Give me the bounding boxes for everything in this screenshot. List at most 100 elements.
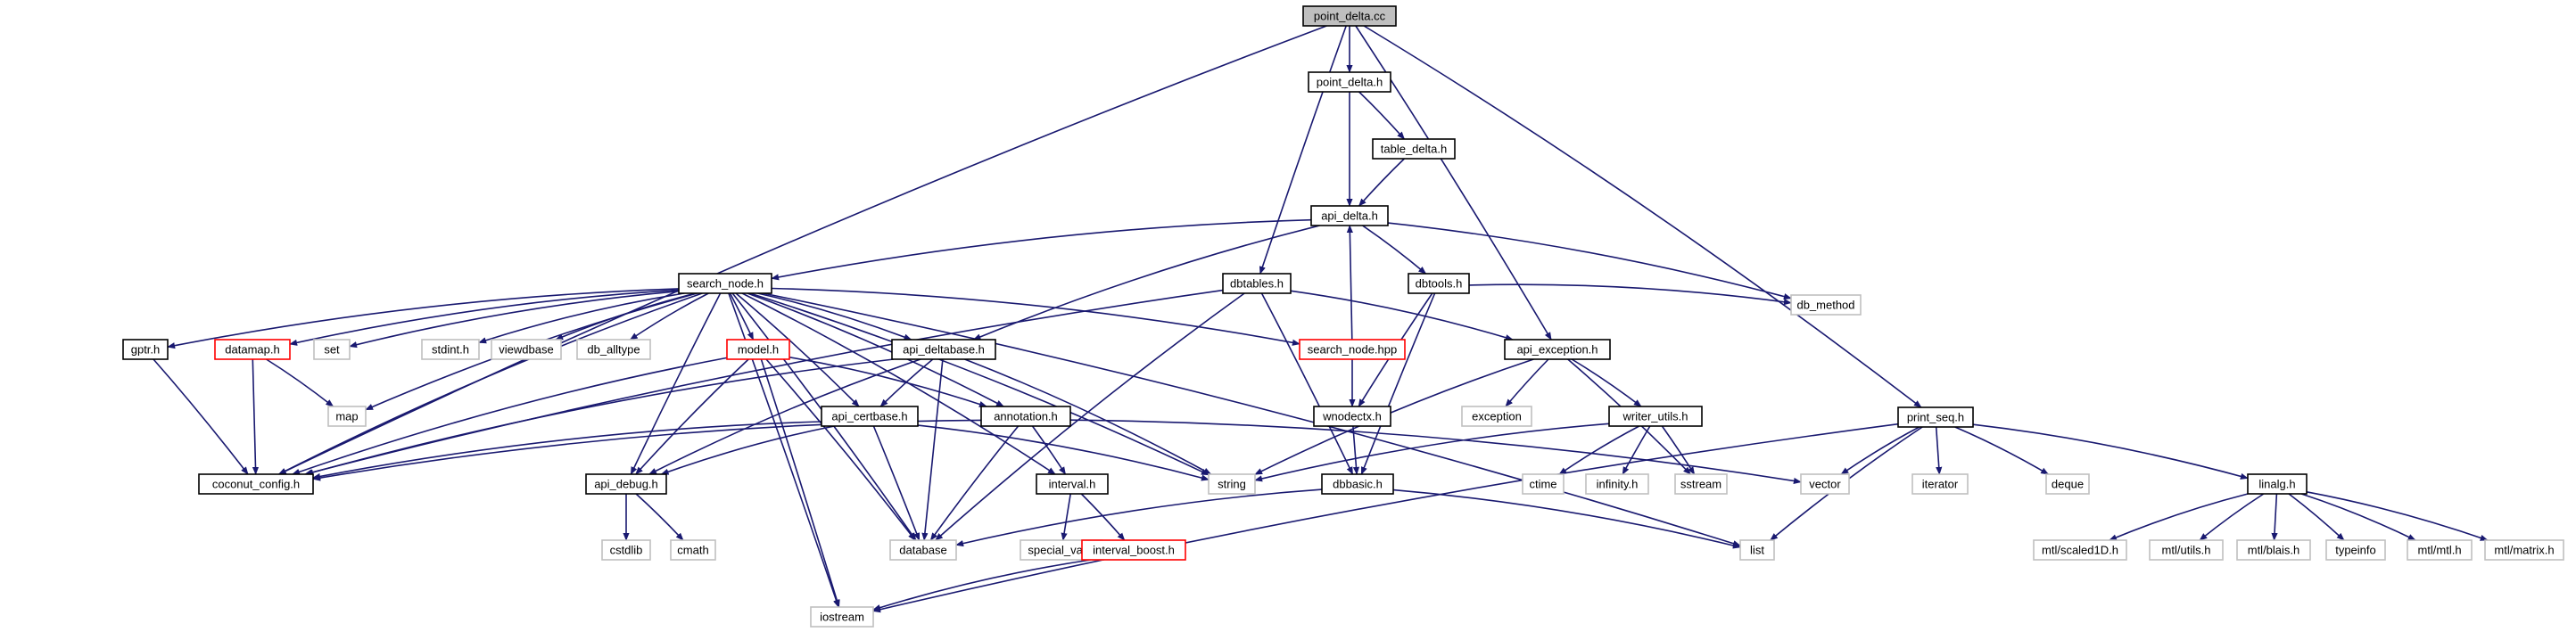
node-dbbasic-h[interactable]: dbbasic.h	[1321, 473, 1394, 495]
node-label: stdint.h	[432, 343, 469, 357]
edge-search_node_h-to-list	[763, 292, 1741, 547]
node-model-h[interactable]: model.h	[726, 339, 790, 360]
edge-gptr_h-to-coconut_config_h	[153, 358, 249, 475]
node-set: set	[313, 339, 351, 360]
edge-point_delta_cc-to-dbtables_h	[1259, 25, 1347, 275]
node-box	[1310, 205, 1389, 226]
edge-search_node_h-to-set	[349, 290, 680, 349]
node-box	[585, 473, 667, 495]
node-api-certbase-h[interactable]: api_certbase.h	[821, 406, 919, 427]
node-typeinfo: typeinfo	[2325, 539, 2386, 561]
edge-search_node_h-to-db_alltype	[629, 292, 709, 341]
node-box	[1461, 406, 1532, 427]
node-api-debug-h[interactable]: api_debug.h	[585, 473, 667, 495]
node-box	[670, 539, 716, 561]
node-box	[313, 339, 351, 360]
node-label: list	[1750, 544, 1764, 557]
edge-api_certbase_h-to-database	[872, 425, 921, 541]
node-box	[2247, 473, 2308, 495]
node-label: typeinfo	[2335, 544, 2376, 557]
edge-writer_utils_h-to-ctime	[1558, 425, 1640, 475]
node-table-delta-h[interactable]: table_delta.h	[1372, 138, 1456, 160]
node-print-seq-h[interactable]: print_seq.h	[1897, 406, 1974, 428]
edge-api_delta_h-to-dbtools_h	[1362, 225, 1427, 275]
node-box	[327, 406, 367, 427]
edge-api_deltabase_h-to-string	[964, 358, 1212, 475]
node-coconut-config-h[interactable]: coconut_config.h	[198, 473, 314, 495]
node-box	[1208, 473, 1256, 495]
edge-search_node_h-to-iostream	[728, 292, 839, 608]
node-ctime: ctime	[1522, 473, 1565, 495]
node-mtl-mtl-h: mtl/mtl.h	[2407, 539, 2473, 561]
node-label: sstream	[1680, 478, 1721, 491]
edge-datamap_h-to-map	[266, 358, 334, 407]
node-annotation-h[interactable]: annotation.h	[980, 406, 1071, 427]
node-database: database	[889, 539, 957, 561]
node-search-node-hpp[interactable]: search_node.hpp	[1299, 339, 1406, 360]
node-interval-h[interactable]: interval.h	[1036, 473, 1109, 495]
node-iostream: iostream	[810, 606, 874, 628]
node-api-delta-h[interactable]: api_delta.h	[1310, 205, 1389, 226]
node-label: point_delta.h	[1317, 76, 1383, 89]
node-datamap-h[interactable]: datamap.h	[214, 339, 291, 360]
node-search-node-h[interactable]: search_node.h	[678, 273, 772, 294]
edge-api_deltabase_h-to-api_debug_h	[648, 358, 921, 475]
node-box	[214, 339, 291, 360]
edge-annotation_h-to-database	[929, 425, 1020, 541]
edge-dbtools_h-to-db_method	[1468, 283, 1792, 306]
node-label: dbtables.h	[1230, 277, 1284, 291]
edge-model_h-to-annotation_h	[788, 357, 987, 407]
edge-api_deltabase_h-to-database	[921, 358, 944, 541]
node-box	[1608, 406, 1703, 427]
node-label: linalg.h	[2258, 478, 2295, 491]
edge-api_deltabase_h-to-coconut_config_h	[305, 358, 894, 476]
edge-model_h-to-iostream	[760, 358, 840, 608]
node-label: deque	[2052, 478, 2084, 491]
edge-dbbasic_h-to-database	[955, 488, 1323, 547]
node-label: api_delta.h	[1321, 209, 1378, 223]
node-gptr-h[interactable]: gptr.h	[122, 339, 169, 360]
edge-api_certbase_h-to-api_debug_h	[660, 425, 835, 475]
node-label: search_node.h	[687, 277, 764, 291]
node-box	[1299, 339, 1406, 360]
node-dbtables-h[interactable]: dbtables.h	[1222, 273, 1292, 294]
edge-model_h-to-api_debug_h	[635, 358, 749, 475]
node-point-delta-cc[interactable]: point_delta.cc	[1302, 5, 1397, 27]
edge-search_node_hpp-to-api_delta_h	[1346, 225, 1353, 341]
edge-table_delta_h-to-api_delta_h	[1358, 158, 1405, 207]
node-api-deltabase-h[interactable]: api_deltabase.h	[891, 339, 996, 360]
node-interval-boost-h[interactable]: interval_boost.h	[1081, 539, 1186, 561]
node-box	[1739, 539, 1775, 561]
node-wnodectx-h[interactable]: wnodectx.h	[1313, 406, 1391, 427]
node-writer-utils-h[interactable]: writer_utils.h	[1608, 406, 1703, 427]
edge-annotation_h-to-coconut_config_h	[312, 419, 982, 481]
edge-linalg_h-to-mtl_utils_h	[2199, 493, 2265, 541]
node-label: api_exception.h	[1516, 343, 1598, 357]
edge-point_delta_cc-to-coconut_config_h	[277, 25, 1327, 475]
node-label: mtl/matrix.h	[2494, 544, 2554, 557]
node-api-exception-h[interactable]: api_exception.h	[1504, 339, 1611, 360]
node-linalg-h[interactable]: linalg.h	[2247, 473, 2308, 495]
node-label: dbtools.h	[1416, 277, 1463, 291]
edge-api_exception_h-to-string	[1254, 358, 1534, 475]
node-list: list	[1739, 539, 1775, 561]
node-label: vector	[1809, 478, 1841, 491]
node-label: iterator	[1922, 478, 1959, 491]
node-box	[576, 339, 651, 360]
node-box	[891, 339, 996, 360]
node-label: mtl/scaled1D.h	[2042, 544, 2118, 557]
node-point-delta-h[interactable]: point_delta.h	[1308, 71, 1391, 93]
node-box	[421, 339, 480, 360]
node-label: dbbasic.h	[1333, 478, 1383, 491]
node-box	[2149, 539, 2224, 561]
node-label: point_delta.cc	[1314, 10, 1386, 23]
edge-linalg_h-to-mtl_scaled1D_h	[2109, 493, 2249, 541]
edges-layer	[153, 25, 2489, 613]
node-box	[1372, 138, 1456, 160]
edge-print_seq_h-to-deque	[1954, 426, 2050, 475]
node-box	[2325, 539, 2386, 561]
node-dbtools-h[interactable]: dbtools.h	[1408, 273, 1470, 294]
node-box	[1504, 339, 1611, 360]
node-box	[2407, 539, 2473, 561]
